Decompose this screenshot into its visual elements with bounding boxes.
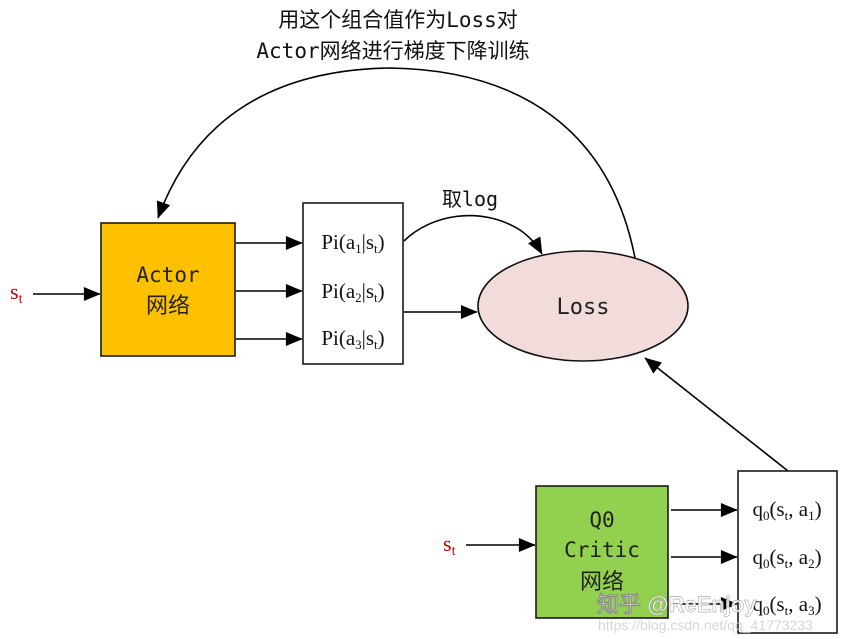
q-value-3: q0(st, a3): [752, 592, 821, 618]
critic-label: Critic: [564, 538, 640, 562]
critic-network-box: [535, 485, 669, 619]
actor-state-label: st: [10, 279, 23, 307]
title-line-2: Actor网络进行梯度下降训练: [256, 39, 529, 63]
policy-output-2: Pi(a2|st): [321, 279, 384, 305]
critic-q0-label: Q0: [589, 508, 614, 532]
log-label: 取log: [442, 187, 498, 211]
q-value-1: q0(st, a1): [752, 497, 821, 523]
q-value-2: q0(st, a2): [752, 545, 821, 571]
title-line-1: 用这个组合值作为Loss对: [278, 8, 518, 32]
csdn-watermark: https://blog.csdn.net/qq_41773233: [598, 617, 813, 633]
q-value-box: [737, 470, 838, 634]
loss-label: Loss: [557, 295, 610, 320]
zhihu-watermark: 知乎 @ReEnjoy: [597, 592, 757, 617]
actor-network-label: 网络: [146, 294, 190, 319]
policy-output-1: Pi(a1|st): [321, 230, 384, 256]
policy-output-box: [302, 202, 404, 365]
critic-state-label: st: [443, 531, 456, 559]
actor-label: Actor: [136, 263, 199, 287]
critic-network-label: 网络: [580, 570, 624, 595]
policy-output-3: Pi(a3|st): [321, 326, 384, 352]
actor-network-box: [100, 222, 236, 357]
log-arrow: [403, 214, 543, 255]
q-to-loss-arrow: [644, 357, 789, 472]
loss-node: [477, 250, 689, 362]
gradient-feedback-arrow: [156, 67, 636, 259]
